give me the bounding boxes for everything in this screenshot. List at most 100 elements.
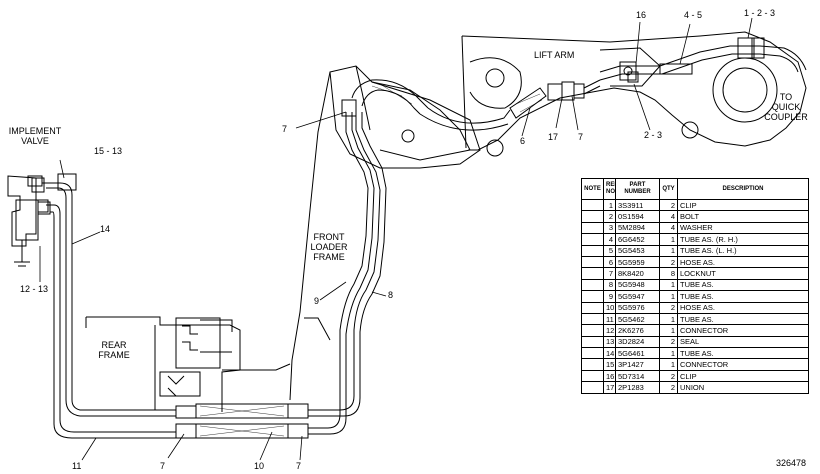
cell-note — [581, 233, 604, 246]
cell-description: TUBE AS. (L. H.) — [677, 244, 809, 257]
header-part-number: PART NUMBER — [615, 178, 660, 200]
cell-note — [581, 198, 604, 212]
callout-12-13: 12 - 13 — [20, 284, 49, 294]
header-ref-no: REF. NO. — [603, 178, 616, 200]
callout-1-2-3: 1 - 2 - 3 — [744, 8, 776, 18]
clips-1-2-3 — [737, 37, 765, 59]
valve-fittings — [31, 173, 77, 215]
callout-17: 17 — [548, 132, 559, 142]
cell-qty: 2 — [659, 301, 678, 314]
tube-9 — [308, 112, 375, 435]
fitting-7-upper — [341, 99, 357, 117]
cell-part-number: 0S1594 — [615, 210, 660, 223]
hose-6-right — [419, 87, 547, 131]
cell-note — [581, 290, 604, 303]
cell-description: CLIP — [677, 369, 809, 383]
callout-7-bottom-center: 7 — [296, 461, 302, 471]
tube-14 — [42, 182, 176, 417]
cell-ref-no: 16 — [603, 369, 616, 383]
locknuts-7-rear — [175, 403, 309, 439]
leader-lines — [39, 17, 753, 461]
hose-10-lower — [195, 423, 289, 439]
header-qty: QTY — [659, 178, 678, 200]
cell-qty: 2 — [659, 255, 678, 269]
cell-part-number: 5G5453 — [615, 244, 660, 257]
cell-note — [581, 301, 604, 314]
figure-number: 326478 — [776, 458, 807, 468]
callout-4-5: 4 - 5 — [684, 10, 703, 20]
tube-11 — [46, 204, 176, 439]
cell-note — [581, 210, 604, 223]
label-to-quick-coupler: TO QUICK COUPLER — [764, 92, 808, 122]
cell-part-number: 5G5959 — [615, 255, 660, 269]
cell-description: TUBE AS. — [677, 278, 809, 292]
cell-note — [581, 221, 604, 235]
cell-description: TUBE AS. — [677, 347, 809, 360]
cell-ref-no: 7 — [603, 267, 616, 280]
cell-qty: 1 — [659, 244, 678, 257]
cell-ref-no: 12 — [603, 324, 616, 337]
cell-description: WASHER — [677, 221, 809, 235]
cell-part-number: 5G5976 — [615, 301, 660, 314]
cell-ref-no: 11 — [603, 312, 616, 326]
cell-part-number: 5D7314 — [615, 369, 660, 383]
callout-15-13: 15 - 13 — [94, 146, 123, 156]
cell-description: TUBE AS. (R. H.) — [677, 233, 809, 246]
label-implement-valve: IMPLEMENT VALVE — [8, 126, 62, 146]
cell-part-number: 5G6461 — [615, 347, 660, 360]
implement-valve — [7, 175, 49, 267]
cell-qty: 1 — [659, 290, 678, 303]
cell-ref-no: 6 — [603, 255, 616, 269]
cell-qty: 4 — [659, 210, 678, 223]
cell-note — [581, 278, 604, 292]
cell-description: UNION — [677, 381, 809, 394]
callout-16: 16 — [636, 10, 647, 20]
cell-part-number: 5G5948 — [615, 278, 660, 292]
fittings-17-7 — [547, 79, 601, 101]
cell-qty: 1 — [659, 347, 678, 360]
cell-part-number: 5G5462 — [615, 312, 660, 326]
cell-note — [581, 255, 604, 269]
cell-description: HOSE AS. — [677, 301, 809, 314]
cell-note — [581, 312, 604, 326]
cell-note — [581, 369, 604, 383]
cell-part-number: 2P1283 — [615, 381, 660, 394]
tube-4-5 — [599, 45, 807, 81]
callout-7-bottom-left: 7 — [160, 461, 166, 471]
cell-part-number: 6G6452 — [615, 233, 660, 246]
cell-qty: 8 — [659, 267, 678, 280]
cell-part-number: 3P1427 — [615, 358, 660, 371]
cell-note — [581, 244, 604, 257]
tube-8 — [308, 112, 387, 417]
rear-frame-outline — [85, 316, 291, 412]
cell-part-number: 3D2824 — [615, 335, 660, 349]
cell-description: SEAL — [677, 335, 809, 349]
cell-description: CLIP — [677, 198, 809, 212]
callout-8: 8 — [388, 290, 394, 300]
cell-part-number: 8K8420 — [615, 267, 660, 280]
cell-qty: 2 — [659, 369, 678, 383]
callout-10: 10 — [254, 461, 265, 471]
cell-ref-no: 17 — [603, 381, 616, 394]
cell-part-number: 3S3911 — [615, 198, 660, 212]
cell-note — [581, 358, 604, 371]
callout-9: 9 — [314, 296, 320, 306]
cell-note — [581, 381, 604, 394]
callout-7-right: 7 — [578, 132, 584, 142]
cell-description: HOSE AS. — [677, 255, 809, 269]
cell-description: TUBE AS. — [677, 312, 809, 326]
label-front-loader-frame: FRONT LOADER FRAME — [310, 232, 348, 262]
parts-table-header: NOTE REF. NO. PART NUMBER QTY DESCRIPTIO… — [581, 178, 809, 200]
label-lift-arm: LIFT ARM — [534, 50, 575, 60]
